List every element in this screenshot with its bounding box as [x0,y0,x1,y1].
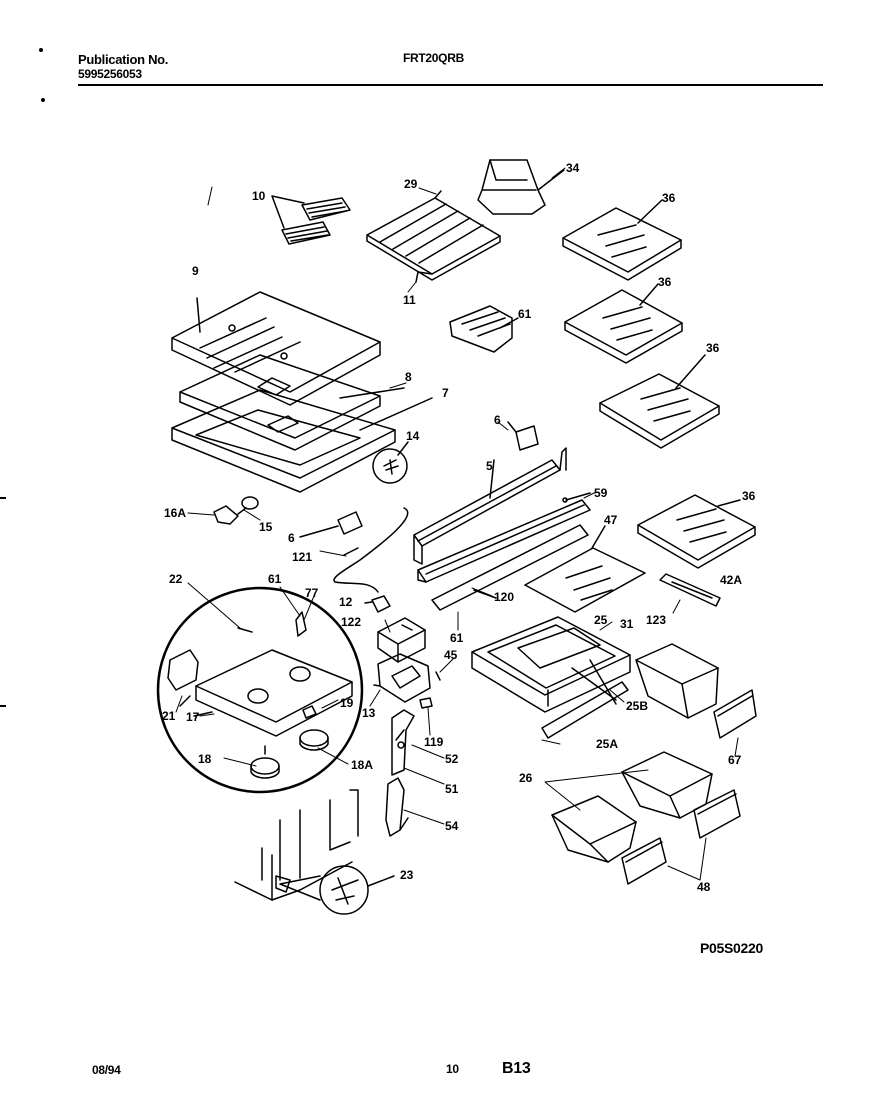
footer-section: B13 [502,1060,531,1077]
callout-18: 18 [198,752,212,766]
cord-part [299,507,409,593]
callout-7: 7 [442,386,449,400]
wire-shelf-part [366,190,501,283]
callout-11: 11 [403,293,416,307]
detail-inset [156,586,364,794]
callout-122: 122 [341,615,361,629]
callout-9: 9 [192,264,199,278]
callout-61: 61 [268,572,282,586]
callout-54: 54 [445,819,459,833]
callout-17: 17 [186,710,200,724]
door-bin-part [477,159,565,215]
callout-77: 77 [305,586,319,600]
header-rule [78,84,823,86]
drawer-front-part [713,689,757,739]
callout-14: 14 [406,429,420,443]
callout-25B: 25B [626,699,648,713]
small-bracket-part [507,421,539,451]
callout-6: 6 [288,531,295,545]
publication-number: 5995256053 [78,67,142,81]
callout-10: 10 [252,189,266,203]
callout-34: 34 [566,161,580,175]
callout-19: 19 [340,696,354,710]
callout-51: 51 [445,782,459,796]
callout-21: 21 [162,709,176,723]
callout-36: 36 [662,191,676,205]
callout-5: 5 [486,459,493,473]
callout-18A: 18A [351,758,373,772]
callout-6: 6 [494,413,501,427]
ice-tray-part [271,195,351,245]
callout-25: 25 [594,613,608,627]
drawer-pan-part [635,643,719,719]
leader-lines [175,167,739,881]
callout-47: 47 [604,513,618,527]
footer-page-number: 10 [446,1062,459,1076]
callout-26: 26 [519,771,533,785]
diagram-code: P05S0220 [700,940,763,956]
callout-36: 36 [706,341,720,355]
duct-part [385,709,415,837]
callout-36: 36 [658,275,672,289]
footer-date: 08/94 [92,1063,121,1077]
crisper-frame-part [471,616,631,739]
callout-labels: 10 29 34 36 36 36 36 9 11 61 8 7 14 6 5 … [162,161,756,894]
rail-part [413,447,567,565]
fan-part [372,441,409,484]
callout-119: 119 [424,735,444,749]
callout-48: 48 [697,880,711,894]
shelf-bracket-part [449,305,519,353]
callout-16A: 16A [164,506,186,520]
callout-22: 22 [169,572,183,586]
callout-29: 29 [404,177,418,191]
callout-36: 36 [742,489,756,503]
callout-12: 12 [339,595,353,609]
cabinet-corner [234,789,395,915]
margin-marks [0,48,45,707]
callout-31: 31 [620,617,634,631]
freezer-panel-part [171,291,433,493]
callout-52: 52 [445,752,459,766]
callout-61: 61 [450,631,464,645]
slide-part [659,573,721,607]
callout-123: 123 [646,613,666,627]
lower-rail-part [417,492,591,611]
callout-120: 120 [494,590,514,604]
model-number: FRT20QRB [403,51,464,65]
callout-8: 8 [405,370,412,384]
light-socket-part [213,496,259,525]
callout-121: 121 [292,550,312,564]
publication-label: Publication No. [78,52,169,67]
callout-13: 13 [362,706,376,720]
pan-front-part [621,789,741,885]
callout-15: 15 [259,520,273,534]
callout-67: 67 [728,753,742,767]
callout-42A: 42A [720,573,742,587]
callout-45: 45 [444,648,458,662]
glass-shelf-part [562,199,756,569]
callout-25A: 25A [596,737,618,751]
callout-61: 61 [518,307,532,321]
glass-panel-part [524,525,646,613]
switch-part [364,595,391,613]
pan-part [551,751,713,863]
housing-part [373,617,441,709]
callout-59: 59 [594,486,608,500]
callout-23: 23 [400,868,414,882]
